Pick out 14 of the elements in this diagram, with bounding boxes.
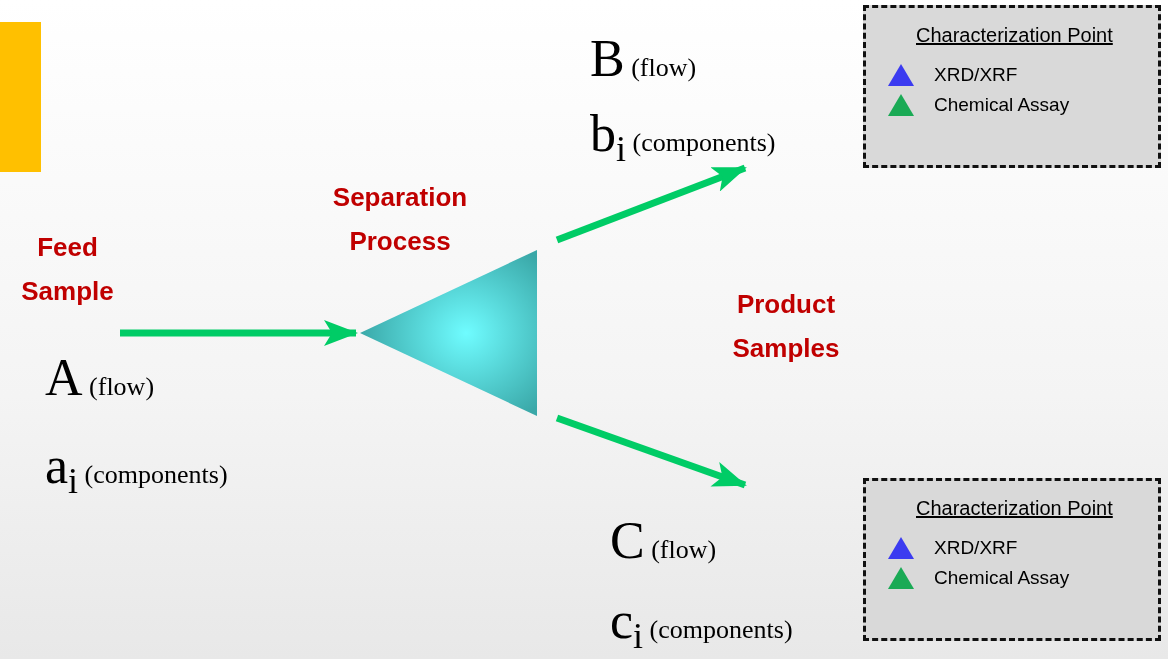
flow-label: B (flow) bbox=[590, 33, 697, 85]
process-label: Separation Process bbox=[331, 181, 469, 258]
legend-label: Chemical Assay bbox=[934, 567, 1070, 589]
legend-label: XRD/XRF bbox=[934, 64, 1018, 86]
flow-label: C (flow) bbox=[610, 515, 717, 567]
process-label: Feed Sample bbox=[20, 231, 115, 308]
section-label: Product Samples bbox=[731, 288, 841, 365]
legend-label: XRD/XRF bbox=[934, 537, 1018, 559]
flow-label: A (flow) bbox=[45, 352, 155, 404]
legend-title: Characterization Point bbox=[916, 497, 1113, 520]
legend-title: Characterization Point bbox=[916, 24, 1113, 47]
arrow bbox=[555, 414, 747, 489]
arrow bbox=[555, 164, 747, 244]
legend-label: Chemical Assay bbox=[934, 94, 1070, 116]
